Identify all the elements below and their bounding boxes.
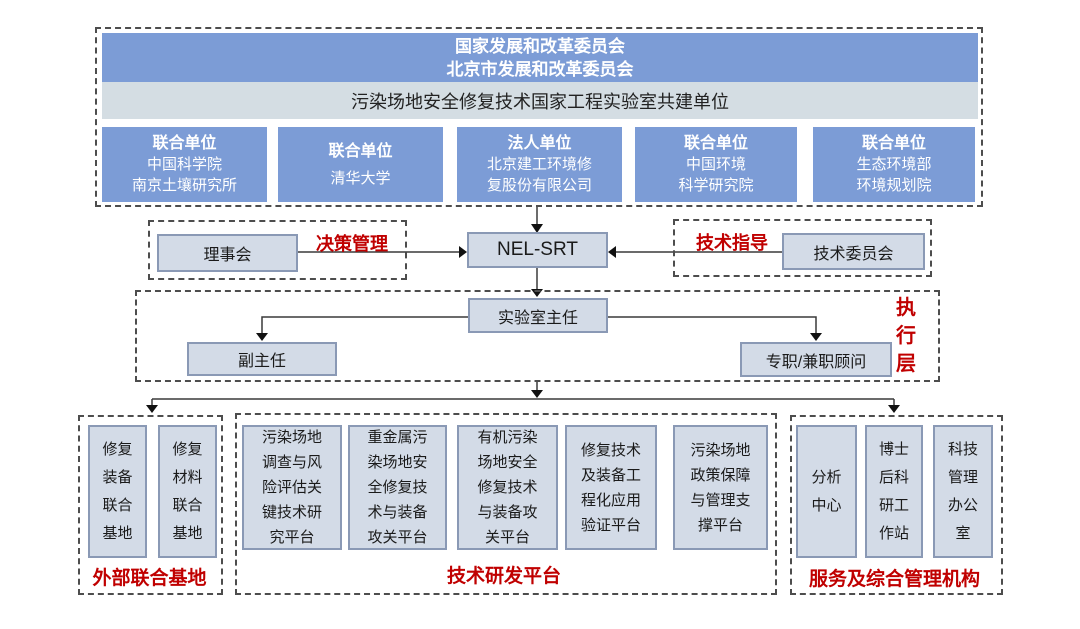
commission-line1: 国家发展和改革委员会 [455, 36, 625, 56]
execution-layer-label: 执 行 层 [896, 297, 916, 375]
execution-layer-group [135, 290, 940, 382]
unit-role: 联合单位 [328, 142, 393, 160]
unit-tsinghua: 联合单位 清华大学 [278, 127, 443, 202]
services-title: 服务及综合管理机构 [808, 569, 980, 590]
unit-bceer-legal-entity: 法人单位 北京建工环境修 复股份有限公司 [457, 127, 622, 202]
services-group [790, 415, 1003, 595]
base-equipment-label: 修复 装备 联合 基地 [102, 440, 133, 542]
deputy-director-box: 副主任 [187, 342, 337, 376]
external-bases-title: 外部联合基地 [92, 568, 207, 589]
platform-label: 有机污染 场地安全 修复技术 与装备攻 关平台 [477, 429, 538, 546]
platform-organic-box: 有机污染 场地安全 修复技术 与装备攻 关平台 [457, 425, 558, 550]
unit-name: 清华大学 [330, 169, 391, 187]
analysis-center-label: 分析 中心 [811, 468, 842, 514]
council-box: 理事会 [157, 234, 298, 272]
platform-policy-support-box: 污染场地 政策保障 与管理支 撑平台 [673, 425, 768, 550]
unit-mee-planning: 联合单位 生态环境部 环境规划院 [813, 127, 975, 202]
postdoc-station-label: 博士 后科 研工 作站 [878, 440, 909, 542]
platform-label: 修复技术 及装备工 程化应用 验证平台 [580, 441, 641, 534]
platform-site-investigation-box: 污染场地 调查与风 险评估关 键技术研 究平台 [242, 425, 342, 550]
base-materials-label: 修复 材料 联合 基地 [172, 440, 203, 542]
commission-line2: 北京市发展和改革委员会 [446, 59, 634, 79]
unit-role: 联合单位 [152, 135, 217, 152]
lab-band: 污染场地安全修复技术国家工程实验室共建单位 [102, 82, 978, 119]
external-bases-group [78, 415, 223, 595]
platform-label: 重金属污 染场地安 全修复技 术与装备 攻关平台 [367, 429, 428, 546]
decision-management-label: 决策管理 [316, 234, 388, 254]
co-construction-section [95, 27, 983, 207]
lab-director-box: 实验室主任 [468, 298, 608, 333]
unit-name: 中国科学院 南京土壤研究所 [131, 156, 237, 194]
unit-role: 联合单位 [861, 135, 926, 152]
platform-label: 污染场地 调查与风 险评估关 键技术研 究平台 [261, 429, 322, 546]
technical-guidance-label: 技术指导 [696, 233, 768, 253]
unit-role: 联合单位 [683, 135, 748, 152]
technical-committee-box: 技术委员会 [782, 233, 925, 270]
postdoc-station-box: 博士 后科 研工 作站 [865, 425, 923, 558]
base-materials-box: 修复 材料 联合 基地 [158, 425, 217, 558]
deputy-director-label: 副主任 [237, 353, 286, 370]
council-label: 理事会 [203, 247, 252, 264]
technical-committee-label: 技术委员会 [813, 245, 894, 263]
decision-management-group [148, 220, 407, 280]
advisor-box: 专职/兼职顾问 [740, 342, 892, 377]
nel-srt-box: NEL-SRT [467, 232, 608, 268]
rd-platforms-group [235, 413, 777, 595]
platform-label: 污染场地 政策保障 与管理支 撑平台 [690, 441, 751, 534]
lab-band-label: 污染场地安全修复技术国家工程实验室共建单位 [351, 91, 729, 112]
advisor-label: 专职/兼职顾问 [765, 353, 867, 371]
unit-name: 生态环境部 环境规划院 [856, 156, 932, 194]
platform-heavy-metal-box: 重金属污 染场地安 全修复技 术与装备 攻关平台 [348, 425, 447, 550]
platform-engineering-validation-box: 修复技术 及装备工 程化应用 验证平台 [565, 425, 657, 550]
unit-name: 北京建工环境修 复股份有限公司 [486, 156, 592, 194]
rd-platforms-title: 技术研发平台 [446, 566, 561, 587]
base-equipment-box: 修复 装备 联合 基地 [88, 425, 147, 558]
commission-header: 国家发展和改革委员会 北京市发展和改革委员会 [102, 33, 978, 82]
unit-cas-nanjing-soil: 联合单位 中国科学院 南京土壤研究所 [102, 127, 267, 202]
unit-role: 法人单位 [507, 135, 572, 152]
unit-craes: 联合单位 中国环境 科学研究院 [635, 127, 797, 202]
technical-guidance-group [673, 219, 932, 277]
lab-director-label: 实验室主任 [497, 309, 578, 327]
tech-management-office-box: 科技 管理 办公 室 [933, 425, 993, 558]
analysis-center-box: 分析 中心 [796, 425, 857, 558]
nel-srt-label: NEL-SRT [497, 239, 578, 260]
tech-management-office-label: 科技 管理 办公 室 [947, 440, 978, 542]
unit-name: 中国环境 科学研究院 [678, 156, 754, 194]
